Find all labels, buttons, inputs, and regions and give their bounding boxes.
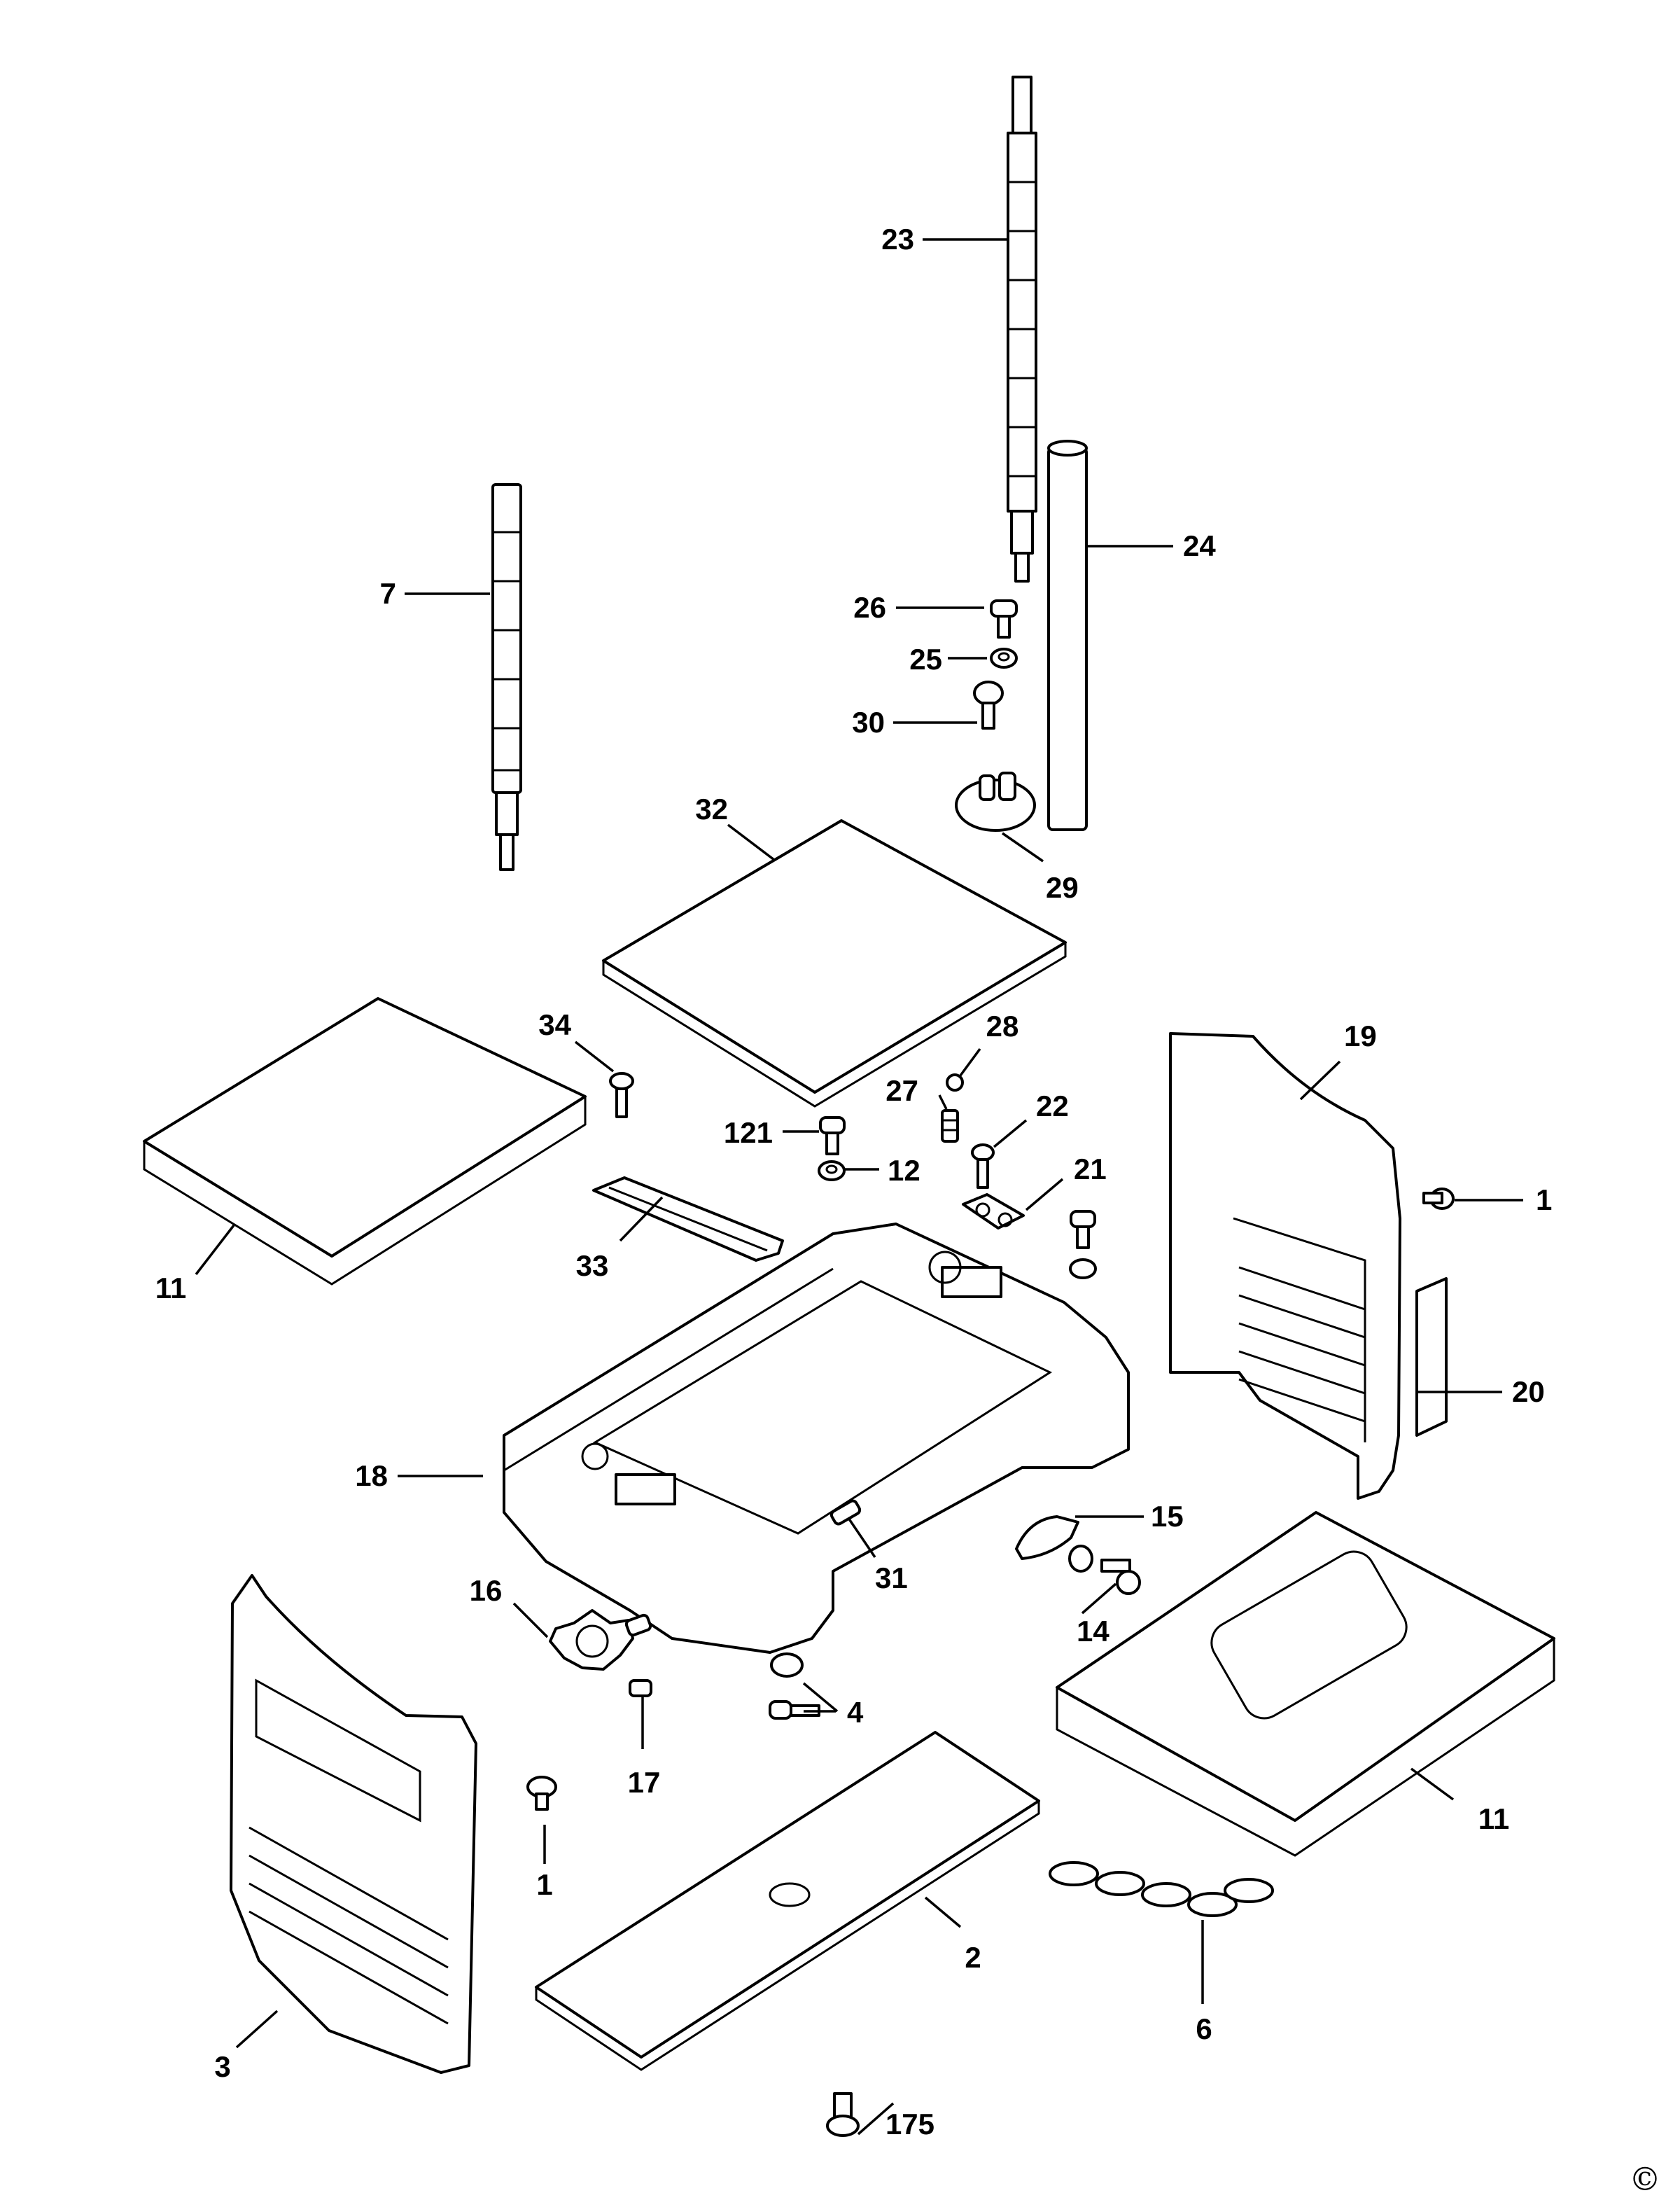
part-screw-nut <box>1069 1210 1097 1279</box>
part-33-bracket <box>592 1176 784 1262</box>
part-15-knob <box>1015 1515 1079 1560</box>
callout-21: 21 <box>1074 1153 1107 1185</box>
part-7-threaded-rod <box>491 483 522 871</box>
callout-22: 22 <box>1036 1089 1069 1122</box>
callout-15: 15 <box>1151 1500 1184 1533</box>
callout-4: 4 <box>847 1696 864 1729</box>
part-17-set-screws <box>624 1613 652 1697</box>
part-32-table-plate <box>602 819 1067 1108</box>
part-23-threaded-rod <box>1007 76 1037 583</box>
callout-28: 28 <box>986 1010 1019 1043</box>
part-26-screw <box>990 599 1018 639</box>
callout-19: 19 <box>1344 1019 1377 1052</box>
callout-24: 24 <box>1183 529 1216 562</box>
part-6-chain <box>1049 1861 1274 1917</box>
part-175-screw <box>826 2092 860 2137</box>
callout-1-right: 1 <box>1536 1183 1552 1216</box>
callout-18: 18 <box>355 1459 388 1492</box>
part-28-ring <box>946 1073 964 1092</box>
callout-27: 27 <box>886 1074 918 1107</box>
callout-11-right: 11 <box>1478 1802 1509 1835</box>
part-16-star-gear <box>549 1609 634 1671</box>
part-12-nut <box>818 1160 846 1181</box>
callout-17: 17 <box>628 1766 661 1799</box>
leader-lines <box>195 238 1523 2136</box>
callout-11-left: 11 <box>155 1272 186 1304</box>
callout-23: 23 <box>881 223 914 256</box>
callout-121: 121 <box>724 1116 773 1149</box>
part-1-screw-lower <box>526 1776 557 1811</box>
part-27-spring <box>941 1109 959 1143</box>
part-25-nut <box>990 648 1018 669</box>
callout-33: 33 <box>576 1249 609 1282</box>
part-30-adjust-screw <box>973 681 1004 730</box>
callout-30: 30 <box>852 706 885 739</box>
callout-34: 34 <box>538 1008 571 1041</box>
copyright-mark: © <box>1629 2160 1661 2198</box>
part-1-screw-right <box>1422 1188 1455 1210</box>
part-121-screw <box>819 1116 846 1155</box>
part-18-base <box>503 1223 1130 1654</box>
callout-175: 175 <box>886 2108 934 2140</box>
part-4-screw-washer <box>769 1652 820 1720</box>
part-14-screw-washer <box>1068 1545 1141 1595</box>
part-20-label <box>1415 1277 1448 1437</box>
part-19-right-cover <box>1169 1032 1401 1500</box>
part-24-column-tube <box>1047 440 1088 831</box>
callout-2: 2 <box>965 1941 981 1974</box>
callout-6: 6 <box>1196 2012 1212 2045</box>
part-21-clamp <box>962 1193 1025 1230</box>
callout-7: 7 <box>380 577 396 610</box>
part-11-right-table <box>1056 1511 1555 1857</box>
part-29-gear <box>955 772 1036 832</box>
callout-31: 31 <box>875 1561 908 1594</box>
part-3-left-cover <box>230 1574 477 2074</box>
part-34-screw <box>609 1072 634 1118</box>
part-22-screw <box>971 1143 995 1189</box>
callout-32: 32 <box>695 793 728 826</box>
callout-3: 3 <box>214 2050 230 2083</box>
callout-29: 29 <box>1046 871 1079 904</box>
callout-20: 20 <box>1512 1375 1545 1408</box>
callout-12: 12 <box>888 1154 920 1187</box>
callout-25: 25 <box>909 643 942 676</box>
callout-labels: 23 24 7 26 25 30 29 32 34 28 27 22 121 1… <box>155 223 1553 2140</box>
callout-14: 14 <box>1077 1615 1110 1648</box>
callout-26: 26 <box>853 591 886 624</box>
callout-16: 16 <box>470 1574 503 1607</box>
callout-1-lower: 1 <box>536 1868 552 1901</box>
part-11-left-table <box>143 997 587 1286</box>
part-2-base-plate <box>535 1731 1040 2071</box>
